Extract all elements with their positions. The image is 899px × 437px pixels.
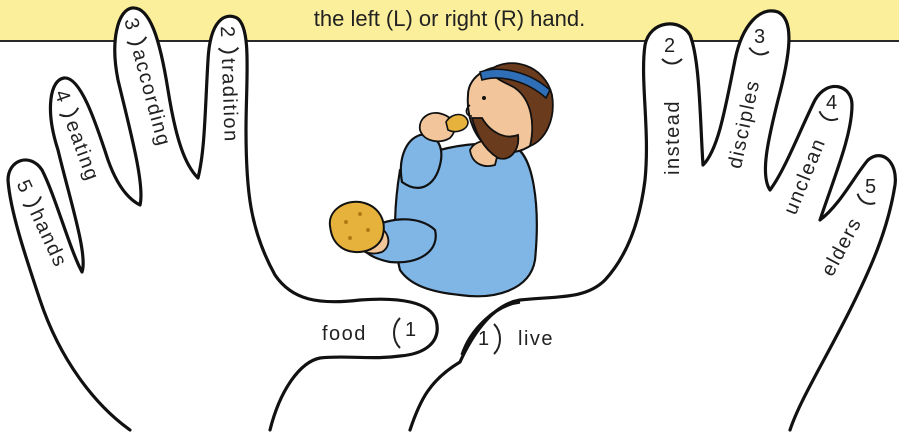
right-finger-5-number: 5 [865,176,876,198]
right-finger-1-number: 1 [478,328,489,350]
left-finger-2-number: 2 [216,26,238,38]
man-eating-illustration [328,62,554,298]
right-finger-2: 2 instead [661,35,684,175]
right-thumb-edge [460,300,521,356]
left-finger-2: 2 tradition [216,26,242,143]
right-finger-1-word: live [518,328,554,350]
left-finger-1-number: 1 [405,319,416,341]
right-finger-2-word: instead [662,100,684,175]
right-finger-4-number: 4 [826,92,837,114]
right-finger-1: 1 live [478,323,554,355]
right-finger-3-number: 3 [754,26,765,48]
left-finger-3-number: 3 [119,16,143,32]
left-finger-1-word: food [322,323,367,345]
right-finger-2-number: 2 [664,35,675,57]
left-finger-2-word: tradition [217,58,242,143]
left-finger-1: food 1 [322,317,416,349]
left-hand-outline [6,6,439,432]
instruction-text: the left (L) or right (R) hand. [313,6,586,31]
right-hand-outline [408,9,897,432]
